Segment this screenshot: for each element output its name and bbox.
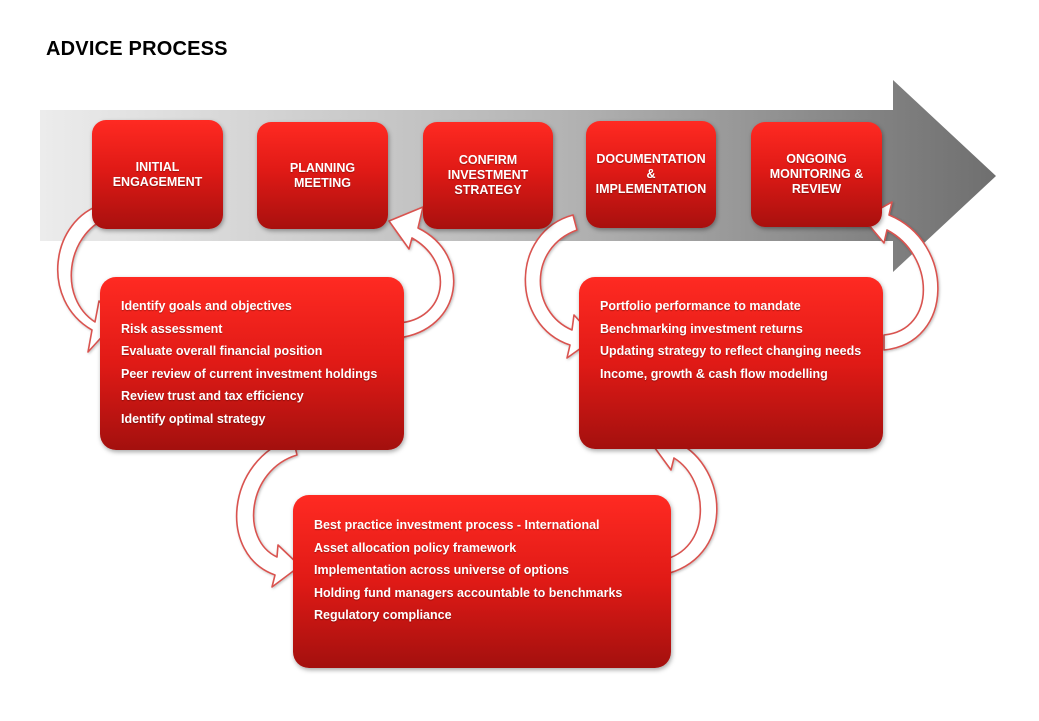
curve-arrow-3: [235, 437, 301, 588]
list-item: Income, growth & cash flow modelling: [600, 366, 828, 381]
monitoring-details-list: Portfolio performance to mandate Benchma…: [600, 295, 883, 385]
list-item: Implementation across universe of option…: [314, 563, 569, 577]
planning-details-box: Identify goals and objectives Risk asses…: [100, 277, 404, 450]
list-item: Portfolio performance to mandate: [600, 299, 801, 313]
step-initial-engagement: INITIAL ENGAGEMENT: [92, 120, 223, 229]
list-item: Risk assessment: [121, 321, 223, 336]
list-item: Identify optimal strategy: [121, 411, 266, 426]
monitoring-details-box: Portfolio performance to mandate Benchma…: [579, 277, 883, 449]
step-planning-meeting: PLANNING MEETING: [257, 122, 388, 229]
list-item: Evaluate overall financial position: [121, 344, 323, 358]
list-item: Regulatory compliance: [314, 608, 452, 622]
list-item: Best practice investment process - Inter…: [314, 518, 600, 532]
list-item: Holding fund managers accountable to ben…: [314, 585, 623, 600]
list-item: Peer review of current investment holdin…: [121, 366, 378, 381]
step-label: PLANNING MEETING: [289, 160, 356, 190]
curve-arrow-2: [388, 206, 455, 339]
list-item: Review trust and tax efficiency: [121, 389, 304, 403]
list-item: Updating strategy to reflect changing ne…: [600, 344, 862, 358]
step-label: CONFIRM INVESTMENT STRATEGY: [447, 153, 529, 197]
step-ongoing-monitoring-review: ONGOING MONITORING & REVIEW: [751, 122, 882, 227]
planning-details-list: Identify goals and objectives Risk asses…: [121, 295, 404, 430]
list-item: Benchmarking investment returns: [600, 321, 803, 336]
step-label: INITIAL ENGAGEMENT: [112, 159, 203, 189]
page-title: ADVICE PROCESS: [46, 38, 228, 60]
list-item: Identify goals and objectives: [121, 299, 292, 313]
step-label: DOCUMENTATION & IMPLEMENTATION: [595, 152, 707, 196]
step-label: ONGOING MONITORING & REVIEW: [769, 152, 864, 196]
strategy-details-list: Best practice investment process - Inter…: [314, 514, 671, 627]
step-confirm-investment-strategy: CONFIRM INVESTMENT STRATEGY: [423, 122, 553, 229]
list-item: Asset allocation policy framework: [314, 540, 517, 555]
strategy-details-box: Best practice investment process - Inter…: [293, 495, 671, 668]
step-documentation-implementation: DOCUMENTATION & IMPLEMENTATION: [586, 121, 716, 228]
